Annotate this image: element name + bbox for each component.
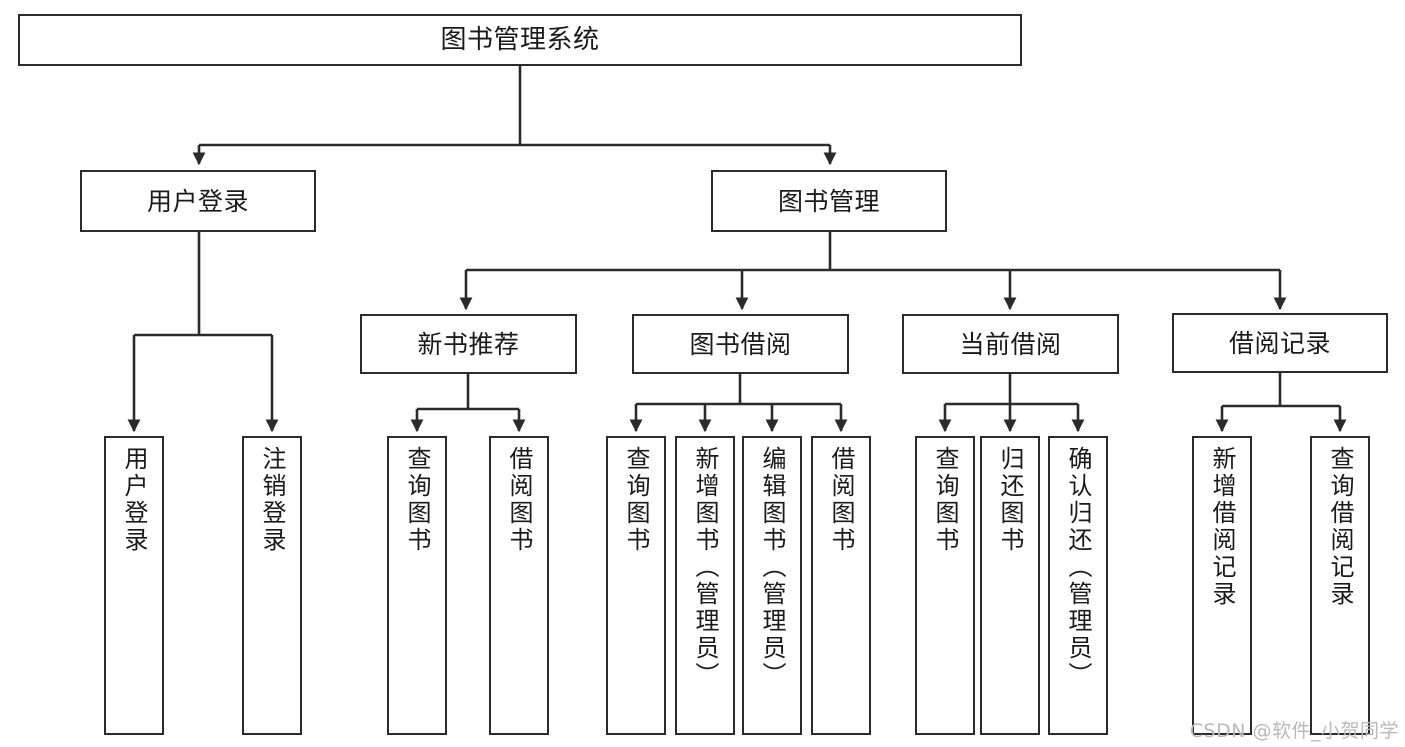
node-label: 图书管理 <box>777 186 880 216</box>
node-new-book-recommend[interactable]: 新书推荐 <box>360 314 577 374</box>
node-label: 新书推荐 <box>417 329 520 359</box>
node-label: 查询图书 <box>931 446 959 554</box>
node-label: 编辑图书（管理员） <box>758 446 786 689</box>
node-user-login[interactable]: 用户登录 <box>80 170 316 232</box>
node-label: 查询借阅记录 <box>1326 446 1354 608</box>
node-root-system[interactable]: 图书管理系统 <box>18 14 1022 66</box>
leaf-record-query-record[interactable]: 查询借阅记录 <box>1310 436 1370 735</box>
node-label: 图书管理系统 <box>440 24 600 55</box>
node-book-management[interactable]: 图书管理 <box>711 170 947 232</box>
leaf-recommend-borrow-book[interactable]: 借阅图书 <box>489 436 549 735</box>
node-label: 查询图书 <box>403 446 431 554</box>
node-label: 借阅记录 <box>1228 328 1331 358</box>
leaf-current-query-book[interactable]: 查询图书 <box>915 436 975 735</box>
leaf-user-login-login[interactable]: 用户登录 <box>104 436 164 735</box>
leaf-record-add-record[interactable]: 新增借阅记录 <box>1192 436 1252 735</box>
node-borrow-record[interactable]: 借阅记录 <box>1172 313 1388 373</box>
leaf-recommend-query-book[interactable]: 查询图书 <box>387 436 447 735</box>
leaf-borrow-add-book[interactable]: 新增图书（管理员） <box>675 436 735 735</box>
node-label: 图书借阅 <box>689 329 792 359</box>
node-label: 查询图书 <box>622 446 650 554</box>
leaf-borrow-borrow-book[interactable]: 借阅图书 <box>811 436 871 735</box>
leaf-borrow-query-book[interactable]: 查询图书 <box>606 436 666 735</box>
node-label: 新增图书（管理员） <box>691 446 719 689</box>
node-label: 当前借阅 <box>959 329 1062 359</box>
leaf-user-login-logout[interactable]: 注销登录 <box>242 436 302 735</box>
node-label: 用户登录 <box>120 446 148 554</box>
node-label: 新增借阅记录 <box>1208 446 1236 608</box>
node-label: 确认归还（管理员） <box>1064 446 1092 689</box>
leaf-borrow-edit-book[interactable]: 编辑图书（管理员） <box>742 436 802 735</box>
leaf-current-confirm-return[interactable]: 确认归还（管理员） <box>1048 436 1108 735</box>
node-label: 借阅图书 <box>505 446 533 554</box>
node-label: 借阅图书 <box>827 446 855 554</box>
node-current-borrow[interactable]: 当前借阅 <box>902 314 1119 374</box>
node-label: 用户登录 <box>146 186 249 216</box>
leaf-current-return-book[interactable]: 归还图书 <box>980 436 1040 735</box>
watermark: CSDN @软件_小贺同学 <box>1189 720 1399 742</box>
node-label: 注销登录 <box>258 446 286 554</box>
node-book-borrow[interactable]: 图书借阅 <box>632 314 849 374</box>
node-label: 归还图书 <box>996 446 1024 554</box>
